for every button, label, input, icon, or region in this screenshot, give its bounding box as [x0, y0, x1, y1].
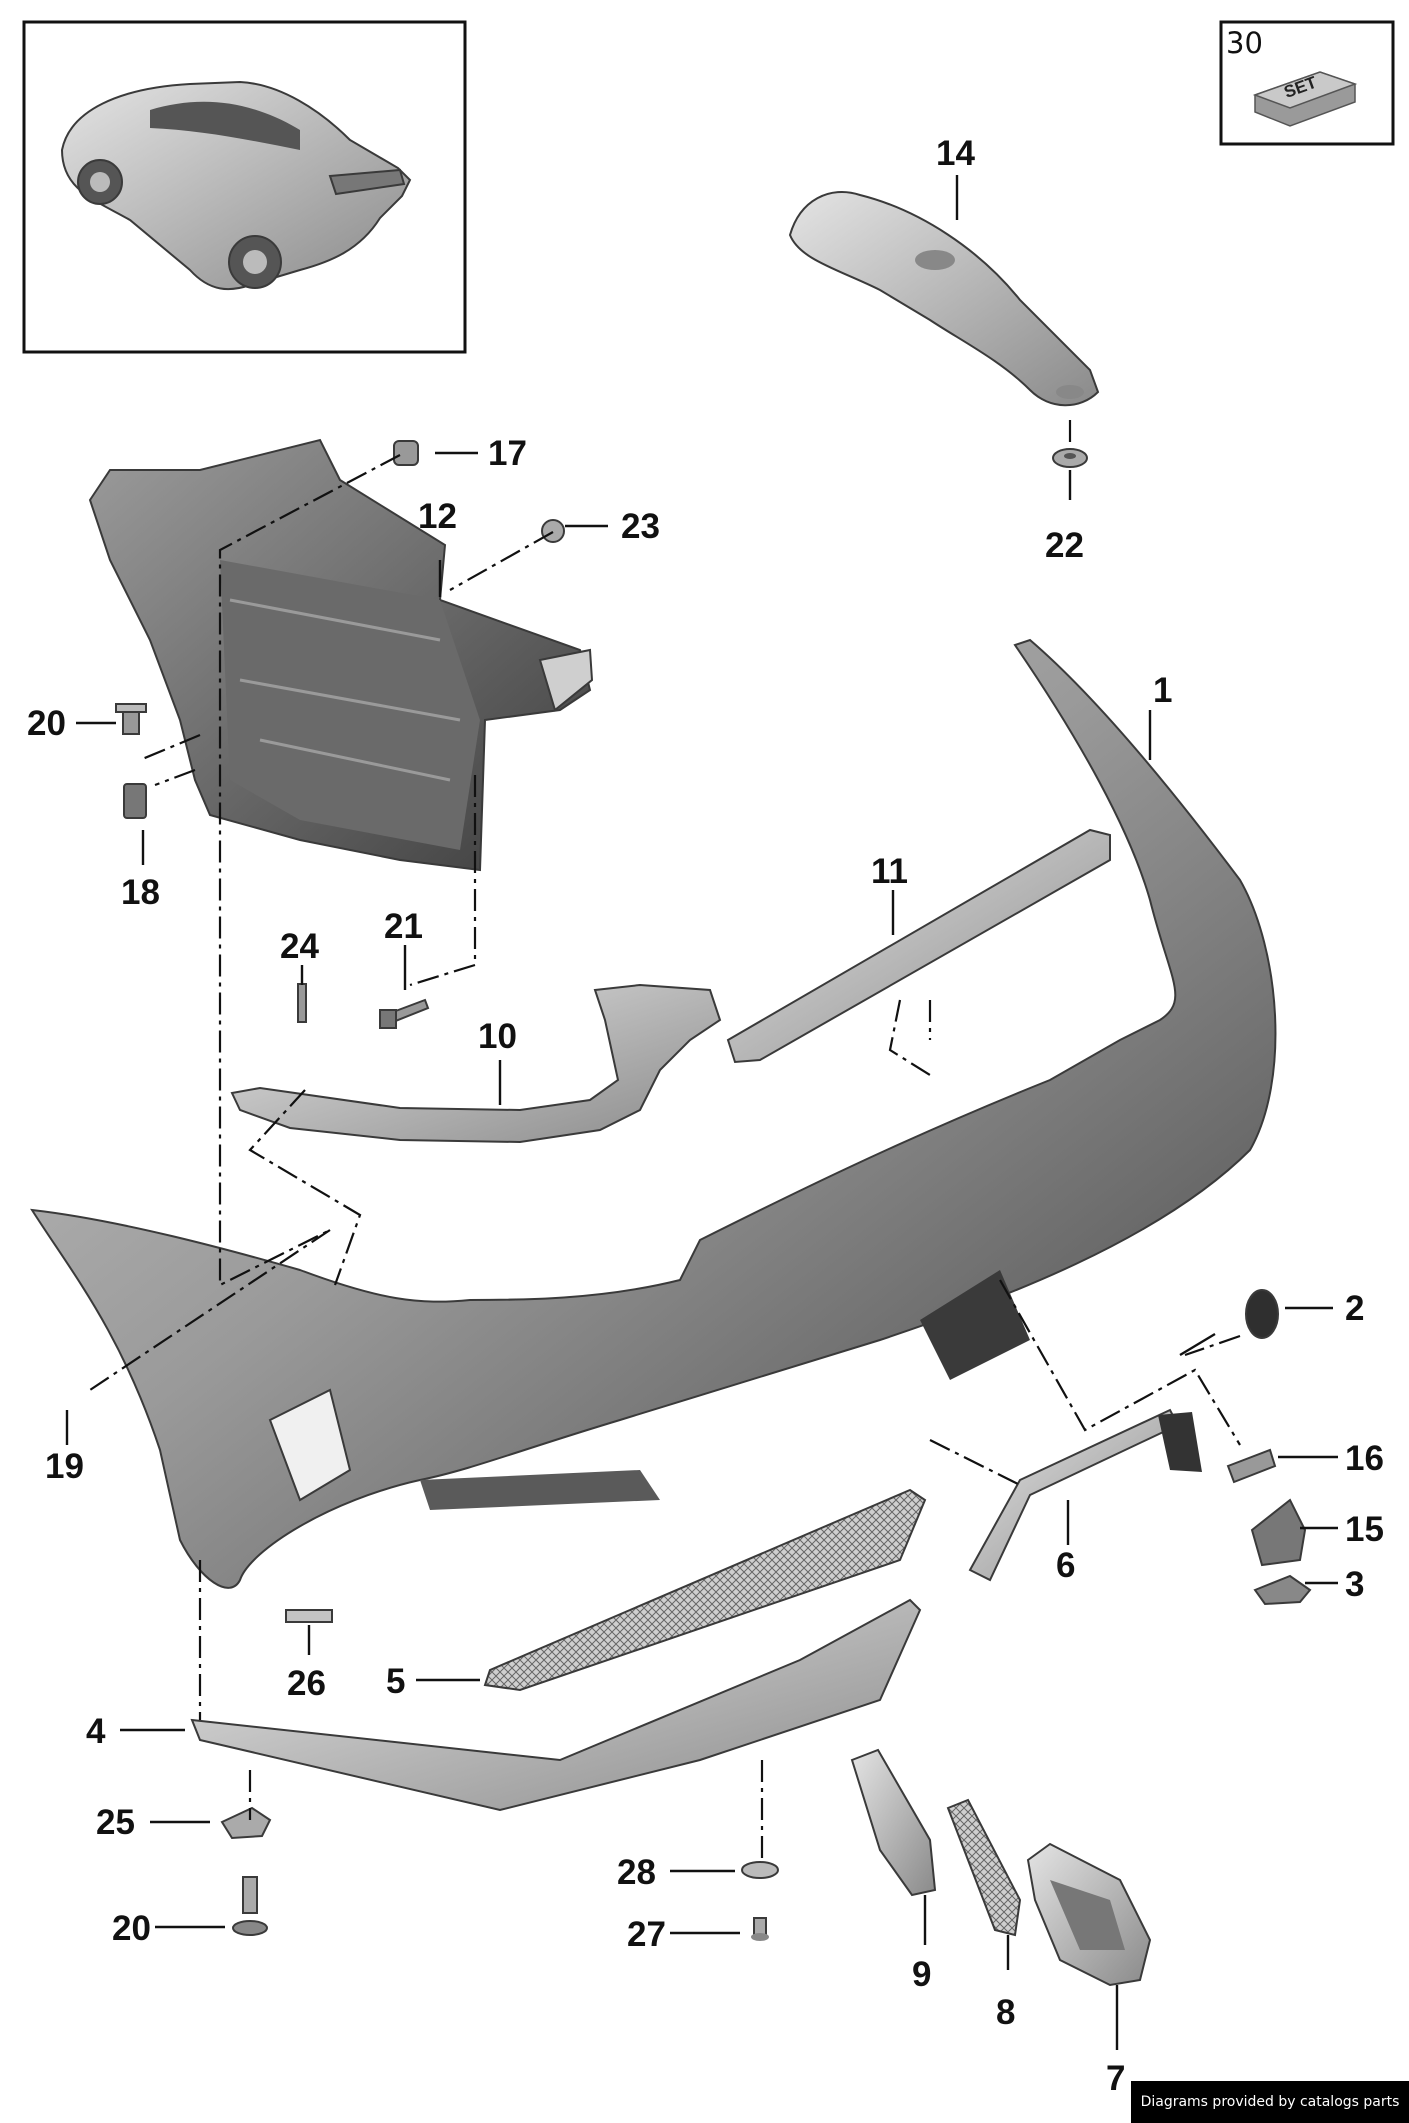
assembly-lines — [89, 420, 1241, 1860]
part-3-plate — [1253, 1574, 1312, 1606]
callout-21: 21 — [384, 907, 423, 946]
callout-5: 5 — [386, 1662, 405, 1701]
callout-20-lower: 20 — [112, 1909, 151, 1948]
callout-8: 8 — [996, 1993, 1015, 2032]
part-2-cap — [1245, 1289, 1279, 1339]
callout-4: 4 — [86, 1712, 106, 1751]
callout-1: 1 — [1153, 671, 1172, 710]
callout-14: 14 — [936, 134, 975, 173]
callout-6: 6 — [1056, 1546, 1075, 1585]
callout-3: 3 — [1345, 1565, 1364, 1604]
callout-23: 23 — [621, 507, 660, 546]
part-17-nut — [393, 440, 419, 466]
part-20-screw-lower — [232, 1876, 268, 1936]
callout-15: 15 — [1345, 1510, 1384, 1549]
part-26-clip — [285, 1609, 333, 1623]
callout-25: 25 — [96, 1803, 135, 1842]
part-15-housing — [1250, 1498, 1307, 1567]
set-box: 30 SET — [1219, 20, 1395, 146]
part-6-trim-strip — [968, 1408, 1202, 1582]
part-1-bumper-cover — [30, 638, 1277, 1589]
callout-27: 27 — [627, 1915, 666, 1954]
callout-24: 24 — [280, 927, 319, 966]
callout-labels: 1 2 3 4 5 6 7 8 9 10 11 12 14 15 16 17 1… — [27, 134, 1384, 2098]
part-16-bracket — [1226, 1448, 1277, 1484]
part-11-support-beam — [726, 828, 1111, 1064]
callout-10: 10 — [478, 1017, 517, 1056]
part-4-spoiler-lip — [190, 1598, 922, 1812]
callout-16: 16 — [1345, 1439, 1384, 1478]
callout-9: 9 — [912, 1955, 931, 1994]
part-10-carrier — [230, 983, 722, 1144]
part-7-air-duct — [1026, 1842, 1152, 1987]
callout-2: 2 — [1345, 1289, 1364, 1328]
callout-28: 28 — [617, 1853, 656, 1892]
callout-26: 26 — [287, 1664, 326, 1703]
callout-18: 18 — [121, 873, 160, 912]
callout-17: 17 — [488, 434, 527, 473]
part-28-washer — [741, 1861, 779, 1879]
callout-12: 12 — [418, 497, 457, 536]
callout-19: 19 — [45, 1447, 84, 1486]
part-14-heat-shield — [788, 190, 1100, 407]
set-number: 30 — [1226, 26, 1263, 60]
car-overview-thumbnail — [22, 20, 467, 354]
part-22-grommet — [1052, 448, 1088, 468]
callout-11: 11 — [871, 852, 908, 891]
part-24-pin — [297, 983, 307, 1023]
callout-22: 22 — [1045, 526, 1084, 565]
footer-credit: Diagrams provided by catalogs parts — [1131, 2081, 1409, 2123]
part-21-bolt — [379, 998, 430, 1029]
part-25-clip — [220, 1806, 272, 1840]
part-27-bolt — [751, 1917, 769, 1941]
part-5-grille — [483, 1488, 927, 1692]
leader-lines — [65, 175, 1338, 2050]
callout-7: 7 — [1106, 2059, 1125, 2098]
part-8-mesh — [946, 1798, 1022, 1937]
part-12-bracket — [88, 438, 594, 872]
part-18-clip — [123, 783, 147, 819]
part-23-nut — [541, 519, 565, 543]
part-9-frame — [850, 1748, 937, 1897]
callout-20-upper: 20 — [27, 704, 66, 743]
part-20-screw-upper — [115, 703, 147, 735]
